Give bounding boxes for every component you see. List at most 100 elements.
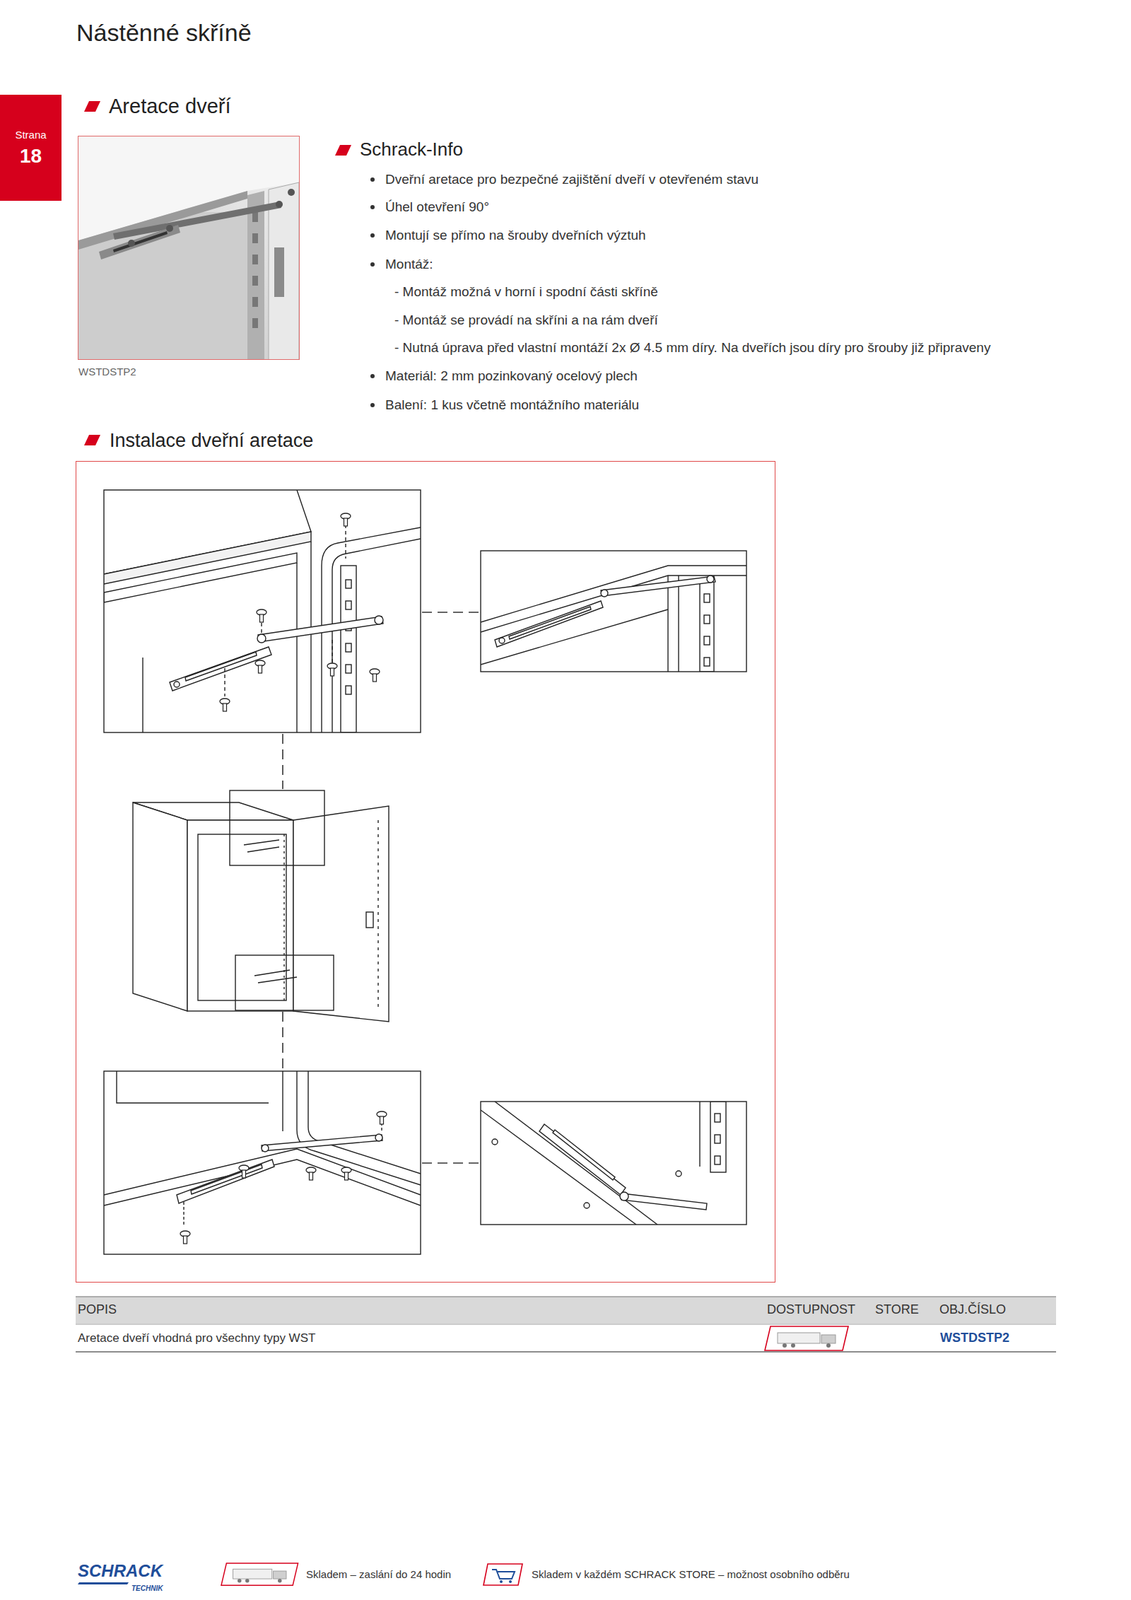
delivery-truck-icon xyxy=(233,1568,273,1579)
cabinet-overview xyxy=(283,834,285,1001)
detail-top-right xyxy=(704,614,710,624)
detail-top-left xyxy=(256,609,267,623)
detail-top-right xyxy=(480,565,747,672)
detail-bottom-right xyxy=(710,1101,726,1172)
detail-top-right xyxy=(704,593,710,603)
detail-top-left xyxy=(142,657,143,733)
detail-bottom-left xyxy=(183,1201,184,1227)
product-photo xyxy=(78,190,248,250)
detail-bottom-right xyxy=(539,1123,626,1195)
delivery-truck-icon xyxy=(277,1578,283,1583)
legend-text: Skladem – zaslání do 24 hodin xyxy=(306,1567,451,1581)
detail-bottom-right xyxy=(552,1129,615,1180)
detail-top-right xyxy=(600,576,716,596)
detail-top-left xyxy=(173,681,180,688)
cabinet-overview xyxy=(229,790,325,866)
product-photo xyxy=(252,254,259,265)
section-heading: Aretace dveří xyxy=(108,94,231,119)
detail-bottom-left xyxy=(190,1164,263,1194)
detail-top-left xyxy=(327,663,338,676)
cabinet-overview xyxy=(293,805,389,1022)
product-photo xyxy=(78,136,300,360)
cabinet-overview xyxy=(377,819,379,1008)
detail-bottom-left xyxy=(238,1164,249,1178)
product-photo xyxy=(78,136,300,241)
detail-top-left xyxy=(340,513,351,526)
dashed-guide xyxy=(282,612,480,1163)
detail-top-left xyxy=(345,664,352,673)
detail-top-left xyxy=(185,651,257,681)
bullet-dot xyxy=(370,262,375,267)
detail-top-left xyxy=(103,552,297,603)
cabinet-overview xyxy=(243,839,280,845)
table-cell: Aretace dveří vhodná pro všechny typy WS… xyxy=(77,1331,316,1346)
store-cart-icon xyxy=(483,1563,523,1585)
detail-bottom-left xyxy=(176,1159,275,1204)
detail-top-left xyxy=(224,667,225,697)
table-rules xyxy=(75,1296,1057,1324)
detail-top-right xyxy=(706,575,714,583)
detail-top-right xyxy=(494,600,603,647)
detail-bottom-left xyxy=(296,1070,421,1185)
detail-top-left xyxy=(103,489,421,733)
photo-frame: WSTDSTP2 xyxy=(77,135,300,360)
table-rules xyxy=(75,1296,1057,1352)
product-photo xyxy=(166,224,174,232)
detail-bottom-right xyxy=(619,1191,629,1201)
table-header: STORE xyxy=(875,1302,919,1318)
detail-top-left xyxy=(310,541,312,733)
bullet-dot xyxy=(370,177,375,408)
node-text: Strana xyxy=(0,128,62,142)
detail-top-right xyxy=(499,637,505,644)
detail-bottom-right xyxy=(480,1109,637,1225)
detail-bottom-left xyxy=(261,1144,269,1152)
logo-subtext: TECHNIK xyxy=(131,1584,163,1593)
detail-top-left xyxy=(103,489,421,733)
bullet-dot xyxy=(370,373,375,379)
info-bullet: Montáž: xyxy=(385,256,434,273)
table-rules xyxy=(75,1323,1057,1325)
dashed-guide xyxy=(282,1011,284,1070)
page-tab: Strana 18 xyxy=(0,94,62,201)
cabinet-overview xyxy=(132,790,389,1022)
node-text: 18 xyxy=(0,144,62,169)
store-cart-icon xyxy=(483,1563,523,1585)
product-photo xyxy=(113,201,282,240)
product-photo xyxy=(252,212,259,222)
dashed-guide xyxy=(282,733,284,789)
product-photo xyxy=(98,224,181,260)
detail-top-right xyxy=(704,636,710,645)
detail-bottom-right xyxy=(714,1113,721,1122)
cabinet-overview xyxy=(187,819,294,1011)
detail-bottom-right xyxy=(714,1155,721,1165)
product-photo xyxy=(252,296,259,307)
product-photo xyxy=(252,233,259,244)
logo-stripe xyxy=(77,1581,129,1585)
detail-bottom-left xyxy=(282,1070,283,1131)
detail-top-right xyxy=(699,581,714,672)
cabinet-overview xyxy=(197,834,287,1001)
detail-bottom-left xyxy=(261,1134,383,1151)
cabinet-overview xyxy=(258,976,297,983)
product-photo xyxy=(275,200,283,208)
dashed-guide xyxy=(422,611,480,613)
detail-bottom-left xyxy=(180,1230,191,1244)
bullet-dot xyxy=(370,177,375,182)
heading-marker xyxy=(84,101,101,112)
detail-top-left xyxy=(332,538,421,733)
delivery-truck-icon xyxy=(221,1562,299,1585)
table-header: POPIS xyxy=(77,1302,117,1318)
info-bullet: Dveřní aretace pro bezpečné zajištění dv… xyxy=(385,171,759,189)
detail-top-right xyxy=(480,550,747,672)
detail-bottom-left xyxy=(103,1159,421,1206)
detail-top-left xyxy=(345,579,352,589)
detail-top-right xyxy=(667,575,668,672)
detail-top-left xyxy=(103,489,421,733)
bullet-dot xyxy=(370,204,375,210)
detail-top-right xyxy=(600,589,608,597)
heading-marker xyxy=(84,434,101,446)
table-header: DOSTUPNOST xyxy=(766,1302,856,1318)
delivery-truck-icon xyxy=(782,1343,787,1348)
delivery-truck-icon xyxy=(245,1578,250,1583)
